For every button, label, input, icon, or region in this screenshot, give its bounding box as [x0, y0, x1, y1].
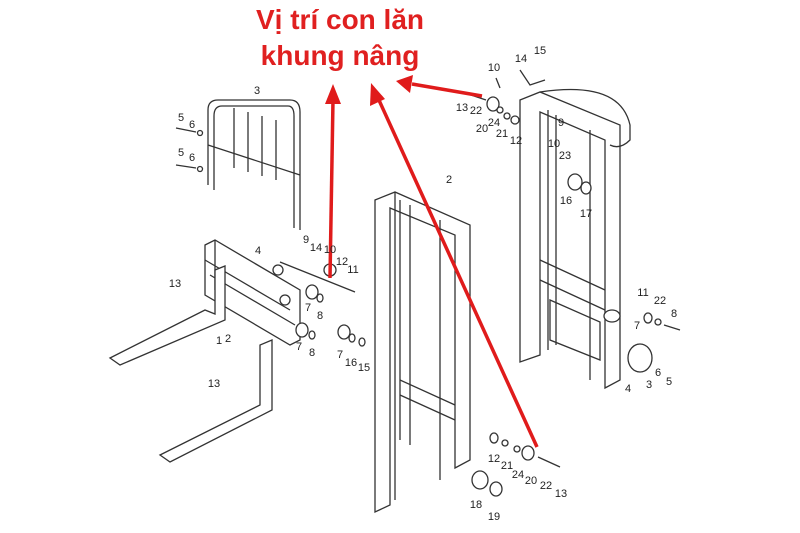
part-label: 6: [655, 367, 661, 379]
part-label: 13: [555, 488, 567, 500]
part-label: 20: [476, 123, 488, 135]
part-label: 23: [559, 150, 571, 162]
title-line-2: khung nâng: [260, 40, 420, 71]
part-label: 5: [178, 112, 184, 124]
part-label: 6: [189, 119, 195, 131]
part-label: 2: [225, 333, 231, 345]
part-label: 14: [310, 242, 322, 254]
part-label: 16: [560, 195, 572, 207]
part-label: 9: [558, 117, 564, 129]
part-label: 22: [654, 295, 666, 307]
part-label: 9: [303, 234, 309, 246]
load-backrest: [207, 99, 301, 230]
part-label: 5: [666, 376, 672, 388]
part-label: 13: [456, 102, 468, 114]
arrow-head-2: [370, 83, 385, 106]
part-label: 4: [255, 245, 261, 257]
part-label: 11: [637, 287, 648, 299]
part-label: 10: [548, 138, 560, 150]
arrow-inner-mast-roller: [376, 97, 539, 448]
part-label: 12: [336, 256, 348, 268]
part-label: 24: [512, 469, 524, 481]
arrow-carriage-roller: [328, 99, 335, 279]
part-label: 17: [580, 208, 592, 220]
part-label: 11: [347, 264, 358, 276]
part-label: 12: [510, 135, 522, 147]
part-label: 24: [488, 117, 500, 129]
arrow-head-1: [325, 84, 341, 104]
part-label: 2: [446, 174, 452, 186]
fork-lower: [158, 339, 273, 463]
inner-mast: [374, 191, 471, 514]
part-label: 4: [625, 383, 631, 395]
part-label: 7: [296, 341, 302, 353]
arrow-outer-mast-roller: [411, 82, 483, 98]
part-label: 16: [345, 357, 357, 369]
part-label: 20: [525, 475, 537, 487]
fork-upper: [108, 265, 226, 366]
part-label: 21: [496, 128, 508, 140]
outer-mast: [519, 88, 653, 390]
part-label: 15: [534, 45, 546, 57]
title-line-1: Vị trí con lăn: [255, 4, 425, 35]
part-label: 10: [324, 244, 336, 256]
part-label: 3: [254, 85, 260, 97]
part-label: 21: [501, 460, 513, 472]
part-label: 15: [358, 362, 370, 374]
part-label: 19: [488, 511, 500, 523]
part-label: 22: [540, 480, 552, 492]
part-label: 13: [208, 378, 220, 390]
part-label: 7: [305, 302, 311, 314]
arrow-head-3: [396, 75, 413, 93]
part-label: 18: [470, 499, 482, 511]
part-label: 8: [309, 347, 315, 359]
callout-arrows: [325, 75, 539, 448]
part-label: 6: [189, 152, 195, 164]
part-label: 3: [646, 379, 652, 391]
part-label: 10: [488, 62, 500, 74]
part-label: 7: [634, 320, 640, 332]
part-label: 8: [317, 310, 323, 322]
part-label: 14: [515, 53, 527, 65]
part-label: 12: [488, 453, 500, 465]
part-label: 8: [671, 308, 677, 320]
part-label: 7: [337, 349, 343, 361]
mast-rollers: [467, 69, 681, 497]
part-label: 1: [216, 335, 222, 347]
part-label: 5: [178, 147, 184, 159]
part-label: 22: [470, 105, 482, 117]
part-label: 13: [169, 278, 181, 290]
backrest-bolts: [175, 127, 204, 173]
